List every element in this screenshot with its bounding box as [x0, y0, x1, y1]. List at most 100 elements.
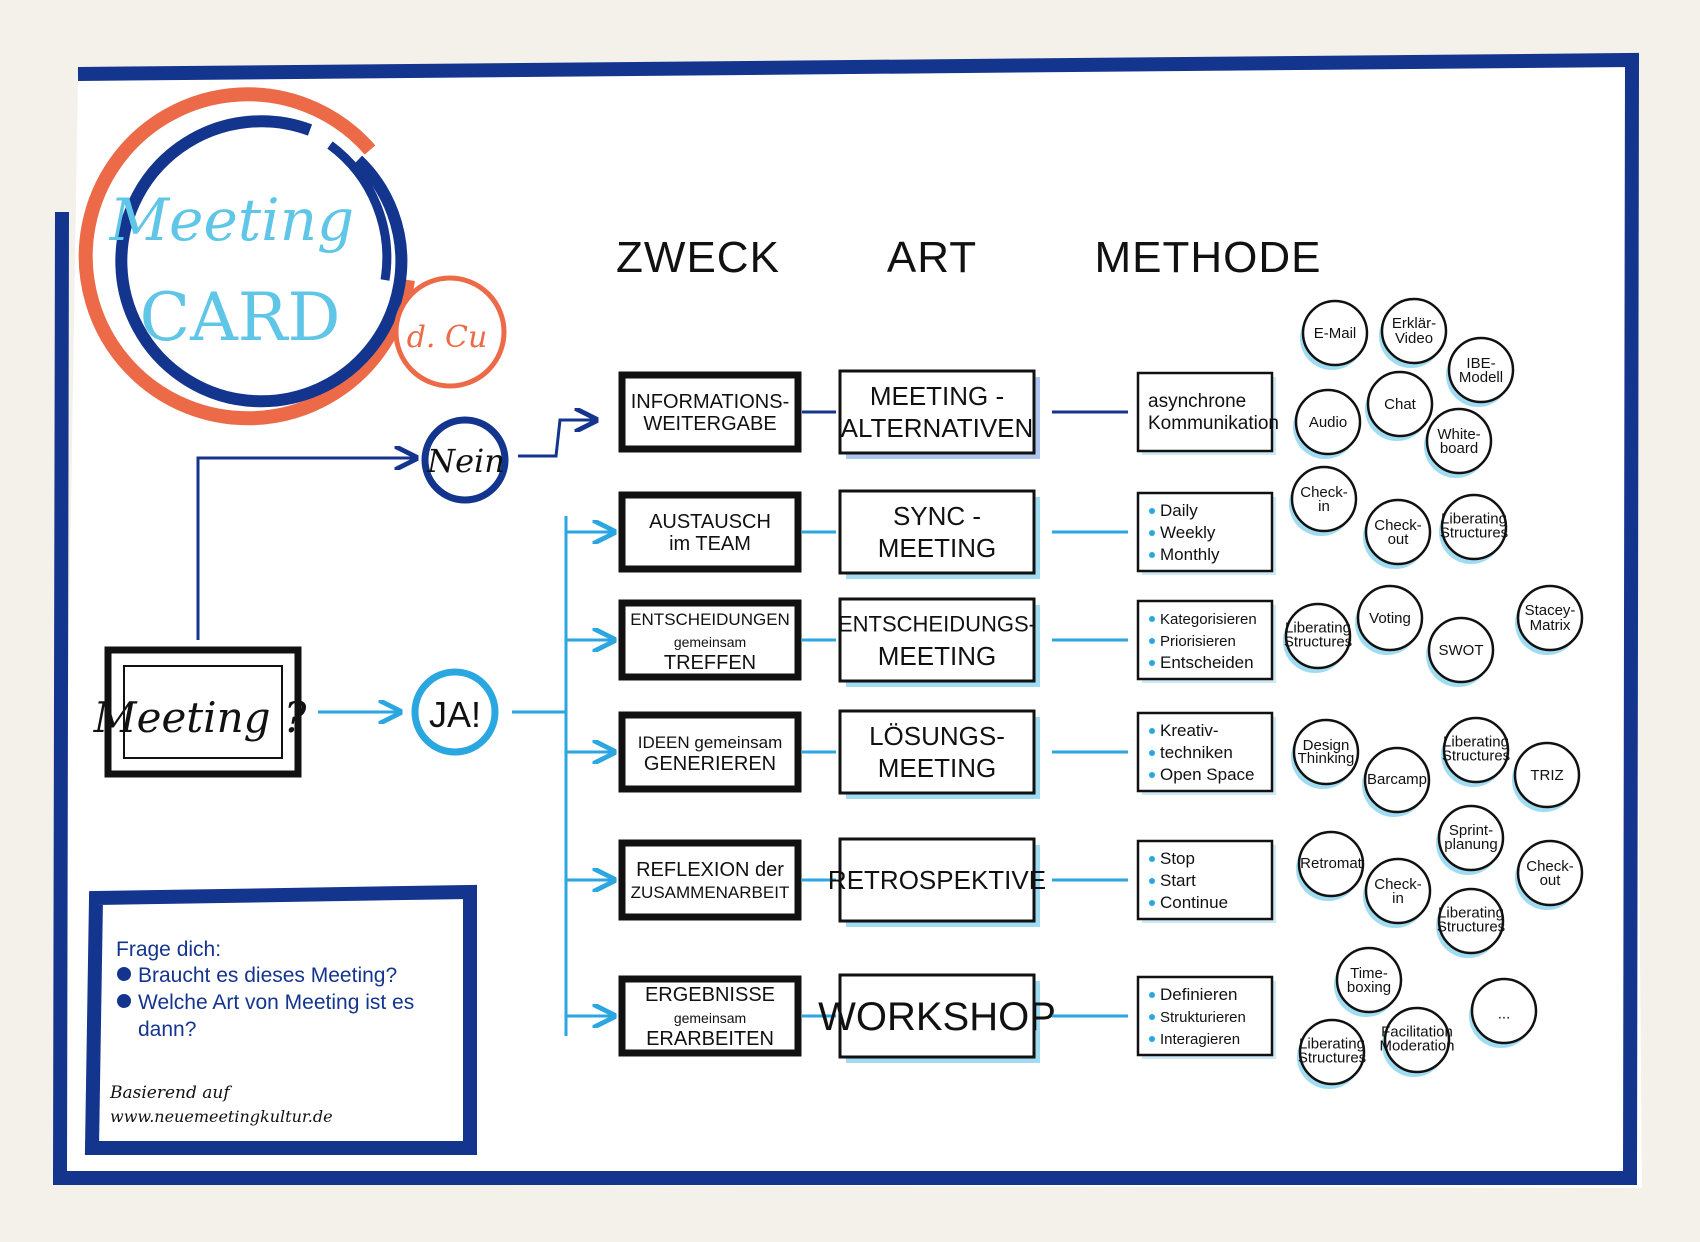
method-bubble — [1442, 716, 1510, 784]
zweck-text: ERARBEITEN — [646, 1028, 774, 1050]
method-bubble-text: Stacey- — [1525, 602, 1576, 619]
method-bubble-text: Liberating — [1299, 1036, 1365, 1053]
method-bubble-text: boxing — [1347, 979, 1391, 996]
art-box — [838, 489, 1036, 575]
method-bubble — [1470, 977, 1538, 1045]
method-bubble-text: E-Mail — [1314, 325, 1357, 342]
methode-text: Interagieren — [1160, 1031, 1240, 1048]
methode-bullet — [1149, 660, 1155, 666]
method-bubble-text: Thinking — [1298, 750, 1355, 767]
zweck-text: im TEAM — [669, 533, 751, 555]
method-bubble-text: Retromat — [1300, 855, 1363, 872]
methode-bullet — [1149, 1036, 1155, 1042]
zweck-text: IDEEN gemeinsam — [638, 733, 783, 752]
header-methode: METHODE — [1095, 233, 1322, 282]
method-bubble-text: Sprint- — [1449, 822, 1493, 839]
methode-bullet — [1149, 508, 1155, 514]
methode-bullet — [1149, 750, 1155, 756]
method-bubble-text: Liberating — [1285, 620, 1351, 637]
methode-text: Kreativ- — [1160, 721, 1219, 740]
method-bubble-text: Barcamp — [1367, 771, 1427, 788]
method-bubble — [1284, 602, 1352, 670]
methode-bullet — [1149, 530, 1155, 536]
methode-text: Kategorisieren — [1160, 611, 1257, 628]
method-bubble — [1380, 297, 1448, 365]
methode-box — [1136, 371, 1274, 453]
method-bubble-text: board — [1440, 440, 1478, 457]
header-zweck: ZWECK — [616, 233, 780, 282]
methode-bullet — [1149, 878, 1155, 884]
method-bubble — [1427, 616, 1495, 684]
method-bubble-text: IBE- — [1466, 355, 1495, 372]
methode-text: Daily — [1160, 501, 1198, 520]
method-bubble-text: Structures — [1442, 748, 1510, 765]
method-bubble-text: ... — [1498, 1006, 1511, 1023]
note-heading: Frage dich: — [116, 938, 221, 961]
art-text: ALTERNATIVEN — [841, 413, 1034, 443]
method-bubble-text: in — [1392, 890, 1404, 907]
art-box — [838, 369, 1036, 455]
methode-text: Stop — [1160, 849, 1195, 868]
zweck-text: gemeinsam — [674, 1010, 746, 1026]
methode-bullet — [1149, 900, 1155, 906]
method-bubble — [1356, 584, 1424, 652]
nein-circle — [421, 416, 509, 504]
methode-text: Continue — [1160, 893, 1228, 912]
start-box: Meeting ? — [93, 646, 307, 778]
methode-bullet — [1149, 552, 1155, 558]
arrow-nein-to-info — [518, 420, 596, 458]
methode-box — [1136, 839, 1274, 921]
orange-ring — [78, 87, 415, 426]
zweck-box — [618, 491, 802, 573]
method-bubble-text: SWOT — [1439, 642, 1484, 659]
art-text: WORKSHOP — [818, 995, 1056, 1039]
method-bubble — [1437, 887, 1505, 955]
start-box-label: Meeting ? — [93, 693, 307, 742]
method-bubble — [1364, 498, 1432, 566]
methode-bullet — [1149, 638, 1155, 644]
methode-text: Start — [1160, 871, 1196, 890]
method-bubble-text: Video — [1395, 330, 1433, 347]
methode-bullet — [1149, 728, 1155, 734]
note-item-3: dann? — [138, 1018, 196, 1041]
note-item-1: Braucht es dieses Meeting? — [138, 964, 397, 987]
methode-bullet — [1149, 992, 1155, 998]
card-frame — [52, 52, 1640, 1185]
art-text: MEETING — [878, 753, 996, 783]
zweck-box — [618, 975, 802, 1057]
zweck-text: TREFFEN — [664, 652, 756, 674]
zweck-text: INFORMATIONS- — [631, 391, 790, 413]
method-bubble — [1447, 336, 1515, 404]
art-box — [838, 973, 1036, 1059]
method-bubble-text: Design — [1303, 737, 1350, 754]
method-bubble — [1440, 493, 1508, 561]
method-bubble — [1364, 857, 1432, 925]
methode-box — [1136, 711, 1274, 793]
methode-text: Kommunikation — [1148, 413, 1279, 434]
method-bubble-text: White- — [1437, 426, 1480, 443]
art-box — [838, 709, 1036, 795]
method-bubble — [1363, 746, 1431, 814]
art-text: LÖSUNGS- — [869, 721, 1005, 751]
zweck-box — [618, 711, 802, 793]
method-bubble-text: Voting — [1369, 610, 1411, 627]
method-bubble — [1335, 946, 1403, 1014]
methode-text: Entscheiden — [1160, 653, 1254, 672]
method-bubble-text: Matrix — [1530, 617, 1571, 634]
art-box — [838, 837, 1036, 923]
method-bubble-text: Audio — [1309, 414, 1347, 431]
method-bubble-text: Chat — [1384, 396, 1417, 413]
zweck-text: REFLEXION der — [636, 859, 784, 881]
title-logo: Meeting CARD d. Cu — [78, 87, 507, 426]
method-bubble — [1366, 370, 1434, 438]
method-bubble-text: Check- — [1374, 876, 1422, 893]
methode-text: asynchrone — [1148, 391, 1246, 412]
note-source-2: www.neuemeetingkultur.de — [110, 1107, 333, 1126]
blue-ring — [115, 115, 408, 408]
zweck-text: ENTSCHEIDUNGEN — [630, 610, 790, 629]
method-bubble-text: Modell — [1459, 369, 1503, 386]
method-bubble-text: Structures — [1298, 1050, 1366, 1067]
